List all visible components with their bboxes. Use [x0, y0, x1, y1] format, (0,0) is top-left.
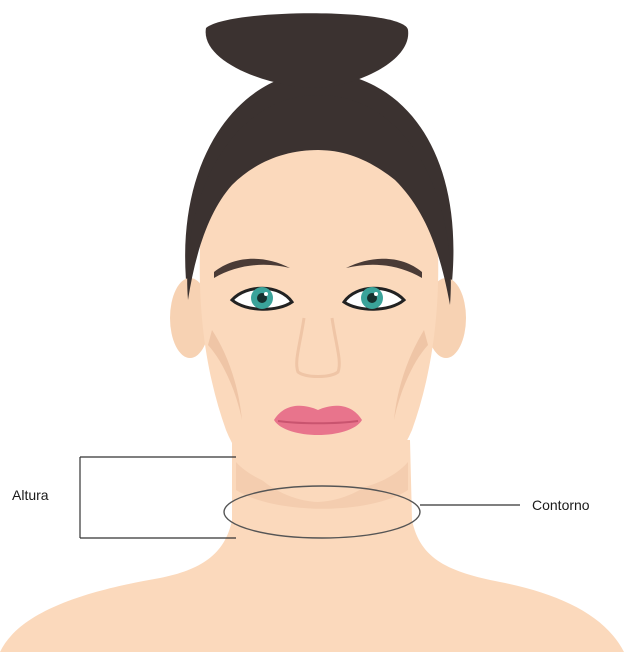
contour-label: Contorno	[532, 497, 590, 513]
height-bracket	[80, 457, 236, 538]
hair-bun	[206, 13, 409, 88]
height-label: Altura	[12, 487, 49, 503]
